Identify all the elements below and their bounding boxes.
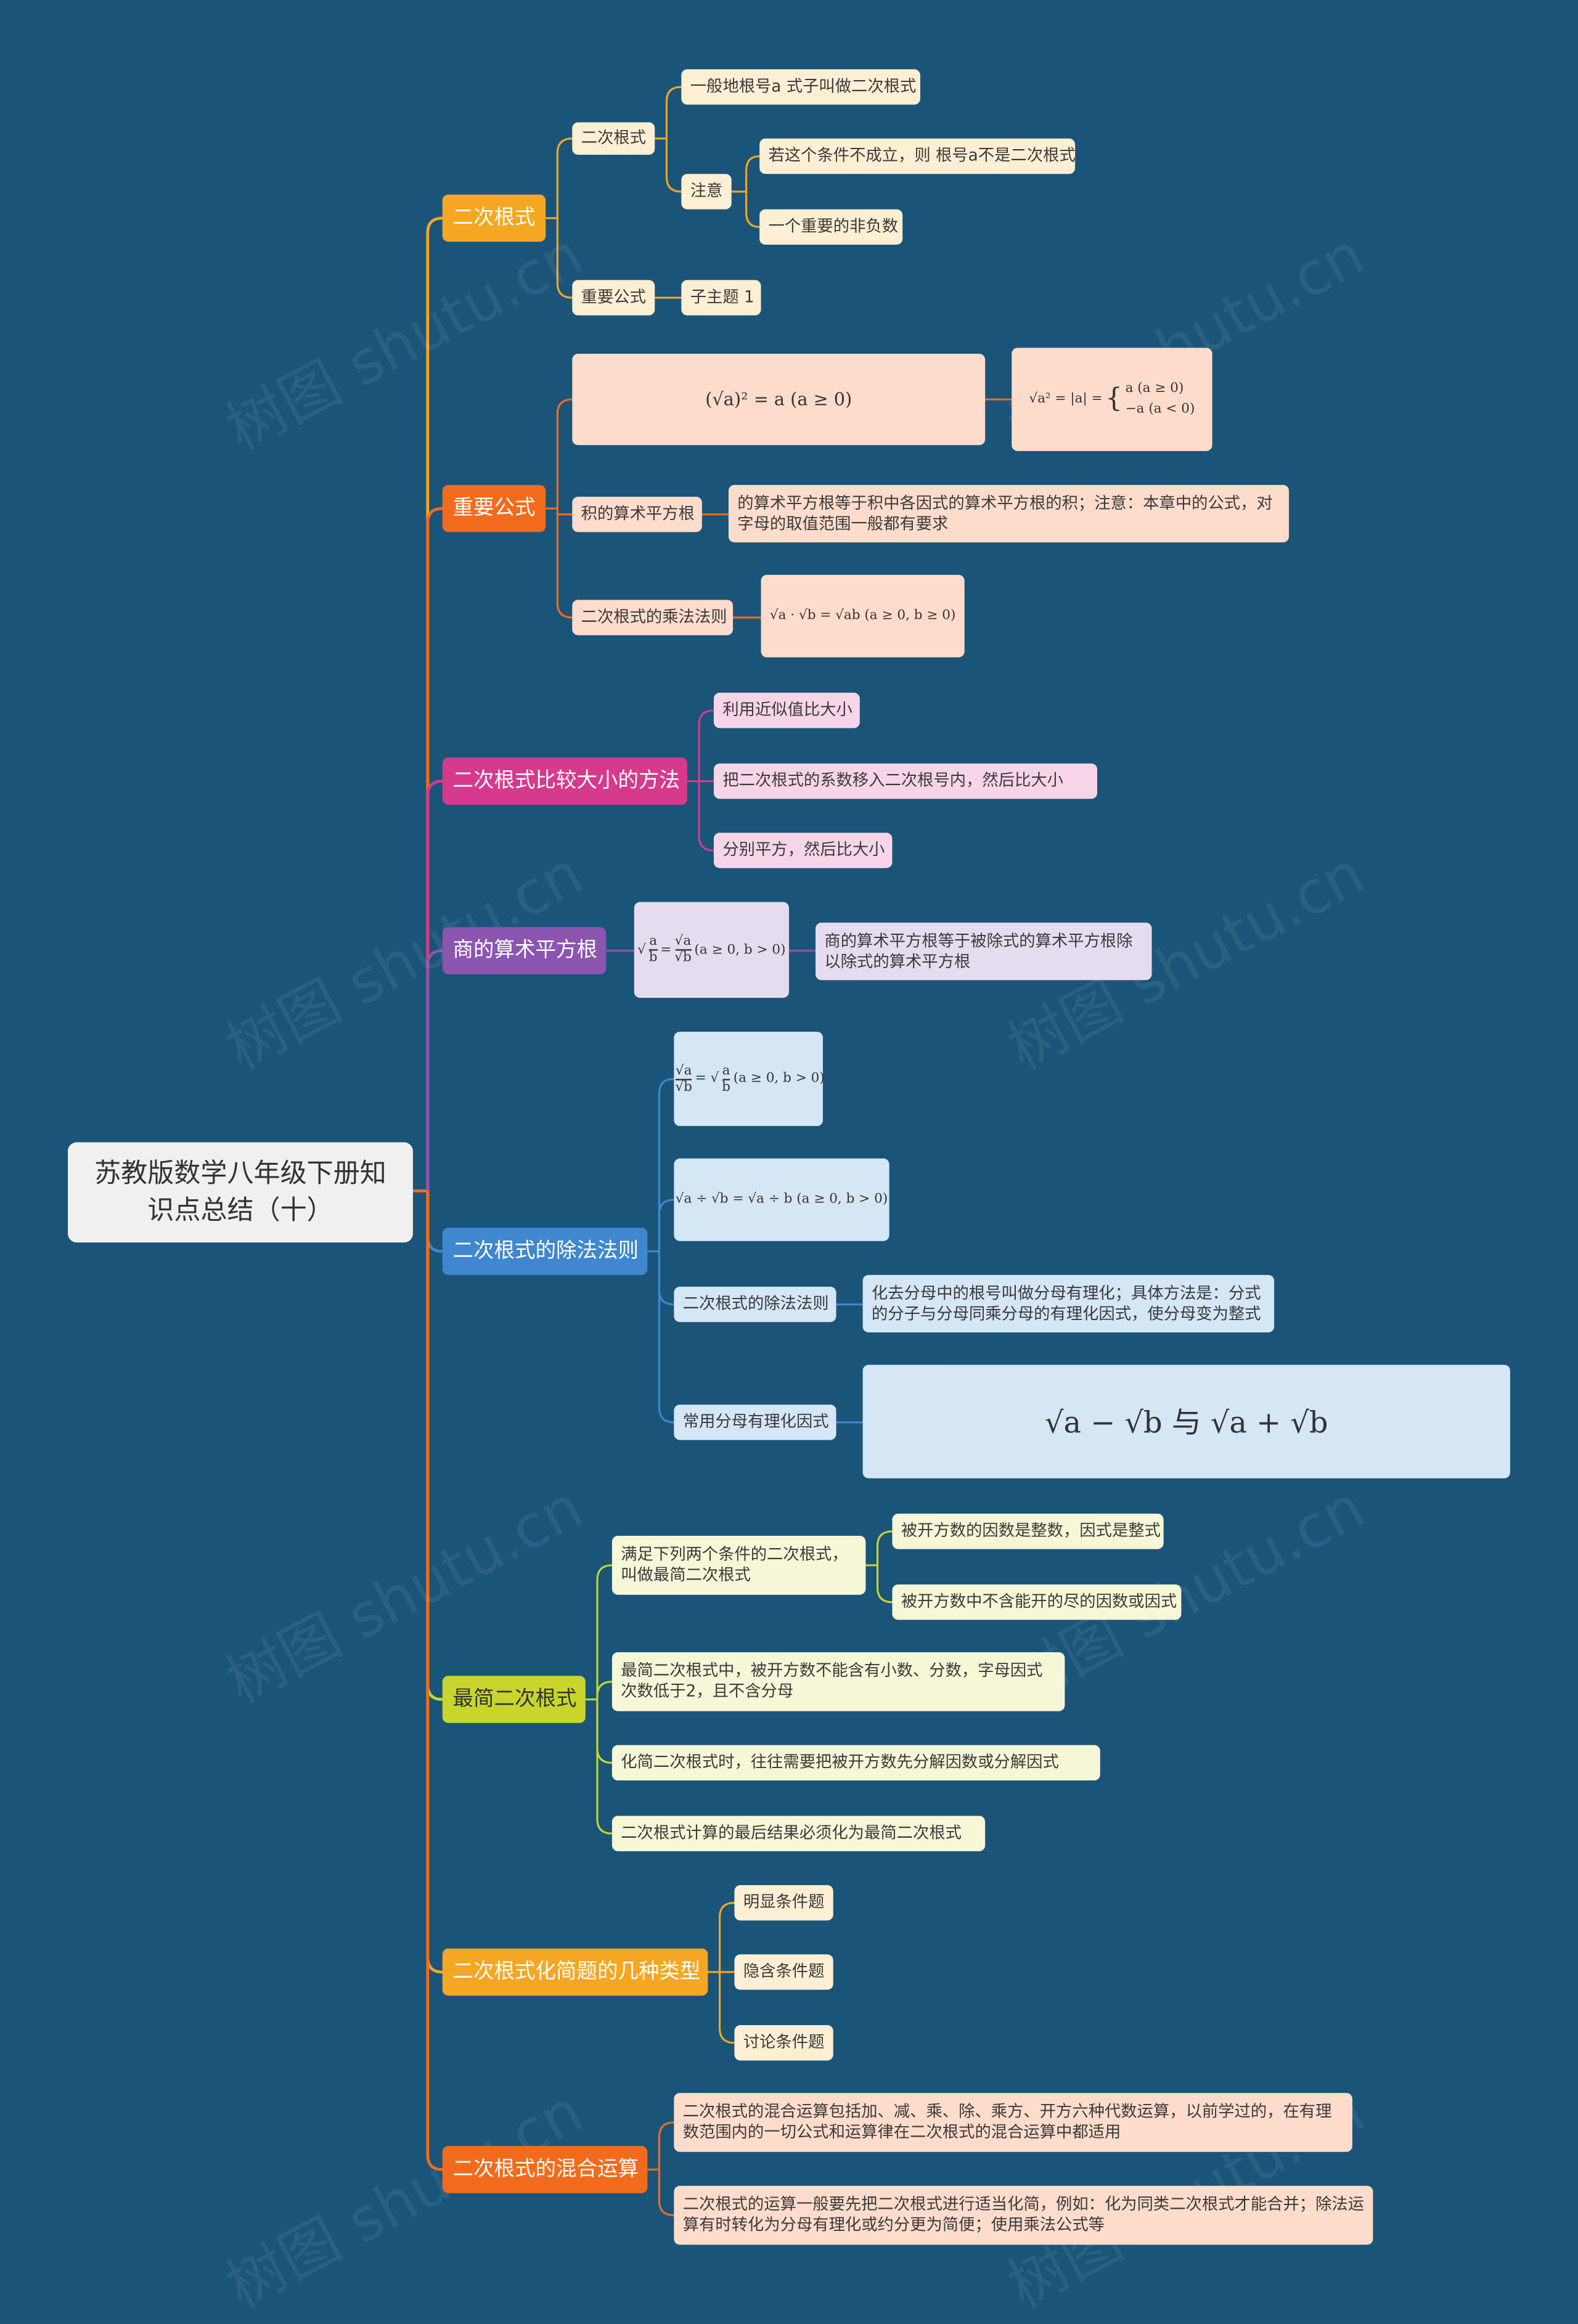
b2-sub-product-root[interactable]: 积的算术平方根 xyxy=(572,496,702,532)
b7-item-explicit[interactable]: 明显条件题 xyxy=(734,1885,833,1921)
b7-item-discussion[interactable]: 讨论条件题 xyxy=(734,2025,833,2061)
b2-sub-multiplication[interactable]: 二次根式的乘法法则 xyxy=(572,600,734,635)
b2-formula-square[interactable]: (√a)² = a (a ≥ 0) xyxy=(572,353,986,446)
b8-item-operations[interactable]: 二次根式的混合运算包括加、减、乘、除、乘方、开方六种代数运算，以前学过的，在有理… xyxy=(674,2093,1352,2152)
b5-division-rule-text[interactable]: 化去分母中的根号叫做分母有理化；具体方法是：分式的分子与分母同乘分母的有理化因式… xyxy=(862,1274,1275,1333)
branch-compare-methods[interactable]: 二次根式比较大小的方法 xyxy=(442,757,687,805)
brace-icon: { xyxy=(1105,383,1122,415)
branch-important-formulas[interactable]: 重要公式 xyxy=(442,484,546,532)
b1-subtopic[interactable]: 子主题 1 xyxy=(681,280,761,316)
b1-note[interactable]: 注意 xyxy=(681,174,732,210)
b2-formula-abs-cases: a (a ≥ 0) −a (a < 0) xyxy=(1126,379,1195,420)
b6-condition-integer[interactable]: 被开方数的因数是整数，因式是整式 xyxy=(892,1514,1164,1549)
b2-product-root-text[interactable]: 的算术平方根等于积中各因式的算术平方根的积；注意：本章中的公式，对字母的取值范围… xyxy=(728,484,1290,543)
b1-note-nonnegative[interactable]: 一个重要的非负数 xyxy=(759,209,903,245)
b7-item-implicit[interactable]: 隐含条件题 xyxy=(734,1954,833,1990)
b3-item-square[interactable]: 分别平方，然后比大小 xyxy=(713,833,893,868)
b2-formula-multiplication[interactable]: √a · √b = √ab (a ≥ 0, b ≥ 0) xyxy=(761,574,965,658)
b2-case-negative: −a (a < 0) xyxy=(1125,402,1195,417)
b4-text[interactable]: 商的算术平方根等于被除式的算术平方根除以除式的算术平方根 xyxy=(816,923,1152,981)
b4-formula-condition: (a ≥ 0, b > 0) xyxy=(694,942,786,958)
b6-sub-factorize[interactable]: 化简二次根式时，往往需要把被开方数先分解因数或分解因式 xyxy=(611,1745,1100,1781)
b6-sub-final-result[interactable]: 二次根式计算的最后结果必须化为最简二次根式 xyxy=(611,1816,986,1851)
branch-quotient-root[interactable]: 商的算术平方根 xyxy=(442,927,607,974)
b3-item-coefficient[interactable]: 把二次根式的系数移入二次根号内，然后比大小 xyxy=(713,763,1098,799)
branch-mixed-operations[interactable]: 二次根式的混合运算 xyxy=(442,2146,648,2193)
b1-note-condition[interactable]: 若这个条件不成立，则 根号a不是二次根式 xyxy=(759,138,1076,174)
branch-quadratic-radical[interactable]: 二次根式 xyxy=(442,194,546,242)
b2-formula-abs[interactable]: √a² = |a| = { a (a ≥ 0) −a (a < 0) xyxy=(1012,348,1212,451)
b1-sub-definition[interactable]: 二次根式 xyxy=(572,122,655,155)
b5-sub-division-rule[interactable]: 二次根式的除法法则 xyxy=(674,1286,836,1323)
b6-sub-no-fraction[interactable]: 最简二次根式中，被开方数不能含有小数、分数，字母因式次数低于2，且不含分母 xyxy=(611,1652,1065,1711)
b1-leaf-definition[interactable]: 一般地根号a 式子叫做二次根式 xyxy=(681,69,920,105)
b2-case-positive: a (a ≥ 0) xyxy=(1125,381,1184,397)
b5-formula-division[interactable]: √a ÷ √b = √a ÷ b (a ≥ 0, b > 0) xyxy=(674,1158,889,1241)
b8-item-simplify[interactable]: 二次根式的运算一般要先把二次根式进行适当化简，例如：化为同类二次根式才能合并；除… xyxy=(674,2185,1373,2245)
b1-sub-formula[interactable]: 重要公式 xyxy=(572,280,655,316)
b5-formula-condition: (a ≥ 0, b > 0) xyxy=(733,1071,825,1087)
branch-simplification-types[interactable]: 二次根式化简题的几种类型 xyxy=(442,1948,708,1996)
b2-formula-abs-left: √a² = |a| = xyxy=(1029,392,1103,407)
b5-sub-rationalizing-factor[interactable]: 常用分母有理化因式 xyxy=(674,1405,836,1440)
b6-sub-conditions[interactable]: 满足下列两个条件的二次根式，叫做最简二次根式 xyxy=(611,1536,866,1595)
branch-simplest-radical[interactable]: 最简二次根式 xyxy=(442,1676,586,1723)
b3-item-approximate[interactable]: 利用近似值比大小 xyxy=(713,693,860,728)
branch-division-rule[interactable]: 二次根式的除法法则 xyxy=(442,1228,648,1275)
root-topic[interactable]: 苏教版数学八年级下册知识点总结（十） xyxy=(68,1142,413,1243)
b5-formula-conjugate[interactable]: √a − √b 与 √a + √b xyxy=(862,1364,1510,1478)
b6-condition-no-perfect[interactable]: 被开方数中不含能开的尽的因数或因式 xyxy=(892,1584,1182,1620)
